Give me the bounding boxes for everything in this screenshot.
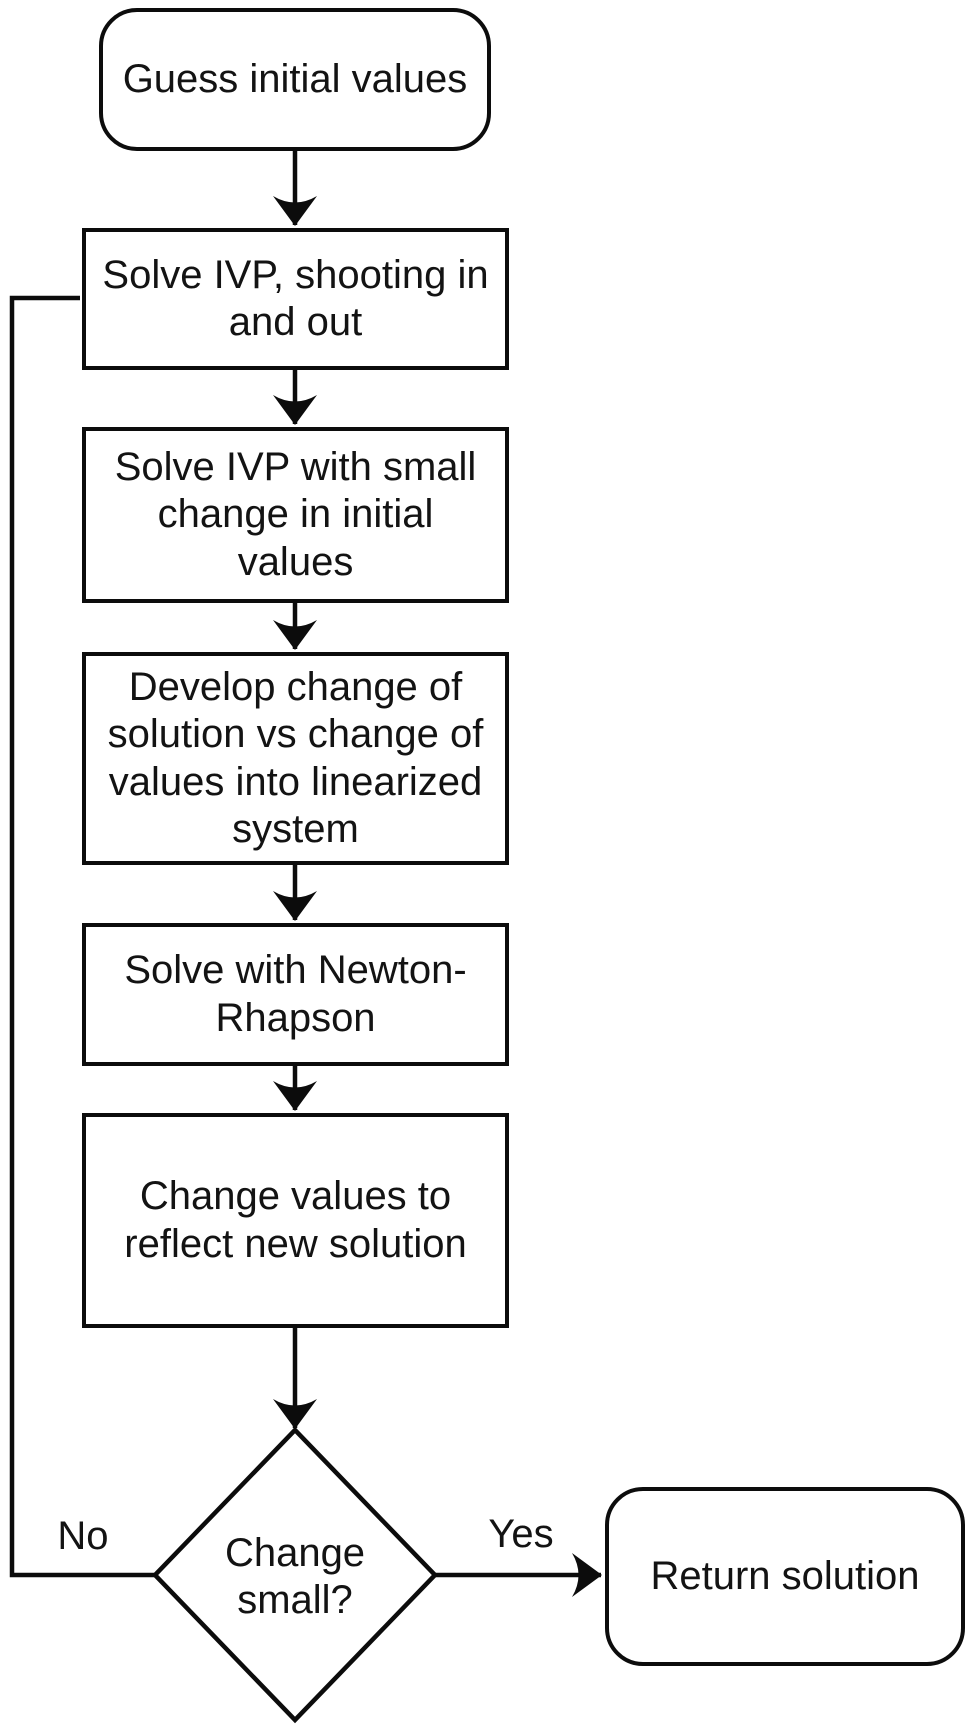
edge-label-yes: Yes bbox=[488, 1512, 554, 1556]
edge-label-no: No bbox=[57, 1514, 109, 1558]
node-return-solution: Return solution bbox=[605, 1487, 965, 1666]
node-guess-initial-values: Guess initial values bbox=[99, 8, 491, 151]
node-solve-ivp-small-change: Solve IVP with small change in initial v… bbox=[82, 427, 509, 603]
edge-decision-no-loopback bbox=[9, 295, 155, 1578]
node-solve-ivp-shooting: Solve IVP, shooting in and out bbox=[82, 228, 509, 370]
node-develop-linearized-system: Develop change of solution vs change of … bbox=[82, 652, 509, 865]
node-solve-newton-rhapson: Solve with Newton- Rhapson bbox=[82, 923, 509, 1066]
decision-diamond-shape bbox=[151, 1426, 439, 1724]
node-decision-change-small: Change small? bbox=[224, 1530, 366, 1622]
node-change-values: Change values to reflect new solution bbox=[82, 1113, 509, 1328]
